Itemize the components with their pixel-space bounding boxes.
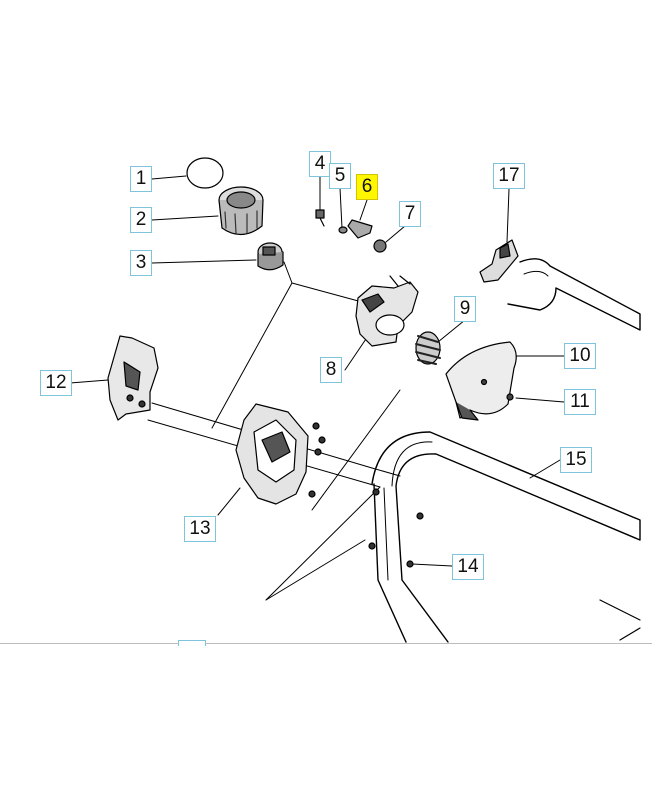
part-1-oring: [186, 157, 224, 189]
part-11-screw: [480, 378, 514, 401]
callout-6: 6: [356, 174, 378, 200]
callout-3: 3: [130, 250, 152, 276]
callout-5: 5: [329, 163, 351, 189]
page-cut-line: [0, 643, 652, 644]
callout-17: 17: [493, 163, 525, 189]
callout-9: 9: [454, 296, 476, 322]
callout-1: 1: [130, 166, 152, 192]
part-10-cover: [445, 341, 517, 421]
callout-8: 8: [320, 357, 342, 383]
part-2-knob: [218, 186, 264, 236]
leader-lines: [69, 175, 565, 567]
callout-10: 10: [564, 343, 596, 369]
part-12-bracket: [107, 335, 159, 421]
callout-11: 11: [564, 389, 596, 415]
part-15-handle: [368, 431, 641, 643]
upper-handle-bar: [507, 258, 641, 331]
part-8-housing: [355, 275, 419, 347]
partial-callout-cut: [178, 640, 206, 646]
part-5-washer: [338, 226, 348, 234]
part-14-screw: [406, 560, 414, 568]
part-7-nut: [373, 239, 387, 253]
callout-13: 13: [184, 516, 216, 542]
callout-15: 15: [560, 447, 592, 473]
part-9-spring: [415, 331, 441, 365]
part-13-bracket: [235, 403, 424, 520]
part-3-cam: [257, 242, 284, 271]
part-17-lever: [479, 239, 519, 283]
callout-4: 4: [309, 151, 331, 177]
callout-12: 12: [40, 370, 72, 396]
callout-2: 2: [130, 207, 152, 233]
callout-7: 7: [399, 201, 421, 227]
part-4-screw: [315, 209, 325, 227]
callout-14: 14: [452, 554, 484, 580]
assembly-guide-lines: [147, 261, 401, 601]
part-6-clip: [347, 219, 373, 239]
